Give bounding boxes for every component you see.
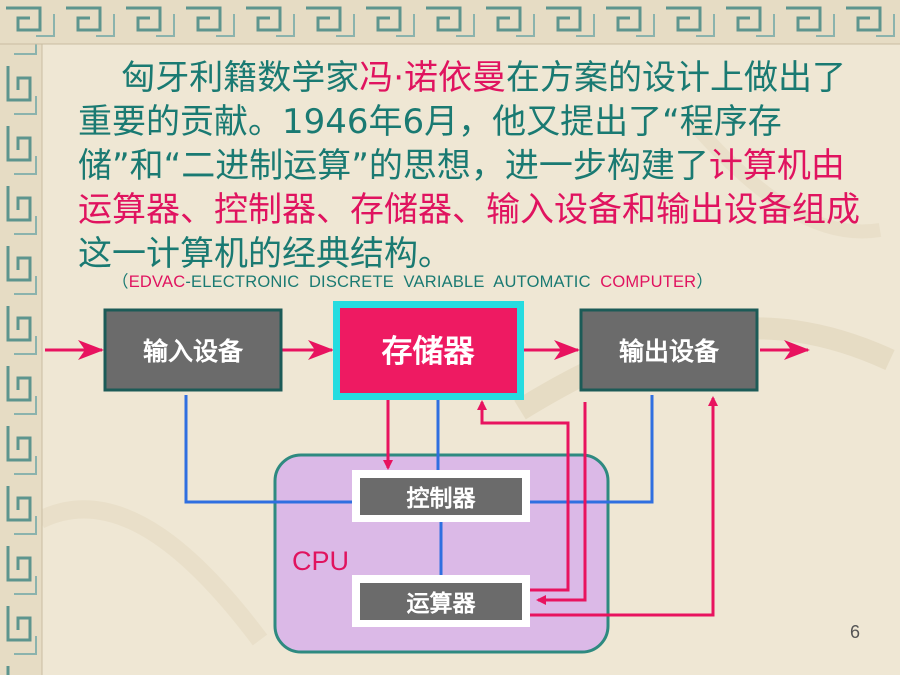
arrow-alu-to-memory [477, 400, 570, 592]
output-device-box: 输出设备 [579, 308, 759, 392]
page-number: 6 [849, 622, 860, 642]
paragraph-text-1: 匈牙利籍数学家 [121, 58, 360, 98]
paragraph-text-3: 这一计算机的经典结构。 [78, 234, 452, 274]
memory-label: 存储器 [382, 334, 476, 370]
edvac-open-paren: （ [112, 273, 129, 291]
left-fret-border [0, 44, 42, 675]
output-device-label: 输出设备 [619, 337, 720, 366]
arrow-alu-to-output [528, 396, 718, 617]
memory-box: 存储器 [333, 301, 524, 400]
edvac-close-paren: ） [696, 273, 714, 291]
intro-paragraph: 匈牙利籍数学家冯·诺依曼在方案的设计上做出了重要的贡献。1946年6月，他又提出… [78, 56, 868, 276]
control-line-input [184, 395, 355, 504]
controller-label: 控制器 [407, 485, 477, 512]
controller-box: 控制器 [352, 470, 530, 522]
edvac-acronym: EDVAC [128, 273, 186, 291]
input-device-box: 输入设备 [103, 308, 283, 392]
edvac-computer-word: COMPUTER [600, 273, 697, 291]
edvac-words: -ELECTRONIC DISCRETE VARIABLE AUTOMATIC [185, 273, 601, 291]
alu-label: 运算器 [407, 590, 477, 617]
top-fret-border [0, 0, 900, 44]
cpu-label: CPU [292, 546, 349, 576]
von-neumann-name: 冯·诺依曼 [359, 58, 507, 98]
alu-box: 运算器 [352, 575, 530, 627]
edvac-expansion: （EDVAC-ELECTRONIC DISCRETE VARIABLE AUTO… [112, 268, 713, 292]
paragraph-text-2: 在方案的设计上做出了重要的贡献。1946年6月，他又提出了“程序存储”和“二进制… [78, 58, 847, 186]
input-device-label: 输入设备 [143, 337, 244, 366]
architecture-highlight: 计算机由运算器、控制器、存储器、输入设备和输出设备组成 [78, 146, 860, 230]
arrow-memory-to-alu [536, 402, 587, 605]
